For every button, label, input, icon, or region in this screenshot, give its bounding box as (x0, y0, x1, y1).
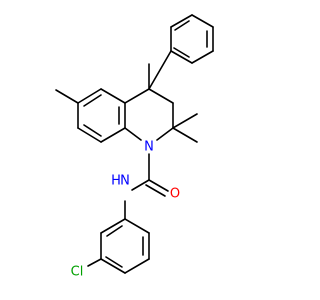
bond (55, 89, 79, 104)
bond (131, 179, 150, 191)
double-bond-inner (83, 94, 102, 107)
bond (124, 88, 150, 104)
bond (148, 88, 174, 104)
bond (100, 127, 126, 143)
bond (172, 127, 198, 143)
bond (170, 14, 193, 28)
amide-nitrogen-label: N (120, 174, 130, 189)
bond (156, 127, 174, 141)
bond (191, 50, 214, 64)
bond (145, 184, 166, 197)
double-bond-inner (106, 225, 123, 237)
amide-hydrogen-label: H (111, 174, 121, 189)
bond (124, 258, 150, 274)
bond (100, 88, 126, 104)
double-bond-inner (105, 256, 123, 268)
bond (124, 127, 142, 141)
chlorine-label: Cl (71, 265, 84, 280)
bond (170, 50, 193, 64)
molecule-structure: N O H N Cl (55, 14, 214, 280)
bond (100, 258, 126, 274)
bond (77, 88, 102, 104)
bond (172, 113, 198, 129)
bond (124, 218, 150, 234)
double-bond-inner (83, 124, 102, 137)
bond (87, 258, 102, 267)
carbonyl-oxygen-label: O (170, 187, 180, 202)
bond (77, 127, 102, 143)
double-bond-inner (173, 47, 190, 58)
bond (148, 50, 172, 90)
double-bond-inner (174, 20, 190, 31)
atom-label-layer: N O H N Cl (71, 140, 180, 280)
bond (100, 218, 126, 234)
bond (148, 179, 169, 192)
bond (191, 14, 214, 28)
ring-nitrogen-label: N (144, 140, 154, 155)
bond-layer (55, 14, 214, 274)
